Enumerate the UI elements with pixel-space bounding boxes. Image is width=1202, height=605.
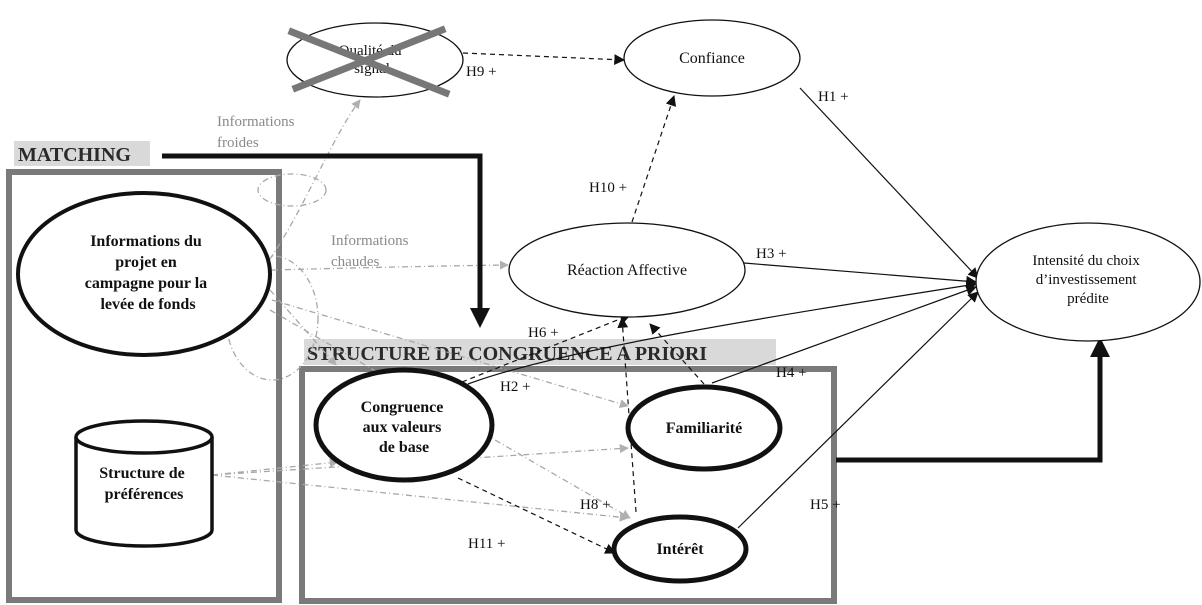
congruence-title: STRUCTURE DE CONGRUENCE A PRIORI bbox=[307, 343, 707, 365]
path-h9 bbox=[462, 52, 626, 65]
confiance-label: Confiance bbox=[679, 50, 745, 67]
link-pref-interet bbox=[211, 474, 629, 522]
link-info-interet bbox=[269, 309, 631, 519]
path-familiarite-reaction bbox=[649, 323, 705, 385]
informations-line-4: levée de fonds bbox=[100, 296, 195, 313]
hypothesis-paths bbox=[457, 52, 979, 554]
annotation-informations-chaudes: Informations chaudes bbox=[331, 233, 412, 270]
node-reaction-affective: Réaction Affective bbox=[508, 222, 746, 318]
svg-text:Familiarité: Familiarité bbox=[666, 420, 742, 437]
node-intensite-choix: Intensité du choix d’investissement préd… bbox=[975, 222, 1201, 342]
label-h11: H11 + bbox=[468, 536, 506, 552]
label-h2: H2 + bbox=[500, 379, 531, 395]
path-h5 bbox=[737, 291, 979, 529]
congruence-line-1: Congruence bbox=[361, 399, 444, 416]
label-h8: H8 + bbox=[580, 497, 611, 513]
node-informations-projet: Informations du projet en campagne pour … bbox=[16, 191, 272, 357]
label-h4: H4 + bbox=[776, 365, 807, 381]
label-h5: H5 + bbox=[810, 497, 841, 513]
familiarite-label: Familiarité bbox=[666, 420, 742, 437]
path-h1 bbox=[799, 87, 979, 279]
svg-text:Congruence aux valeurs: Congruence aux valeurs de base bbox=[361, 399, 448, 456]
reaction-label: Réaction Affective bbox=[567, 262, 687, 279]
node-familiarite: Familiarité bbox=[625, 384, 783, 472]
path-h4 bbox=[711, 285, 978, 384]
label-h10: H10 + bbox=[589, 180, 627, 196]
congruence-line-2: aux valeurs bbox=[363, 419, 442, 436]
svg-text:Réaction Affective: Réaction Affective bbox=[567, 262, 687, 279]
informations-line-2: projet en bbox=[115, 254, 177, 271]
matching-to-congruence-arrow bbox=[162, 153, 490, 328]
preferences-line-1: Structure de bbox=[99, 465, 184, 482]
intensite-line-3: prédite bbox=[1067, 291, 1109, 307]
information-links bbox=[211, 99, 631, 522]
svg-text:Intensité du choix d’inv: Intensité du choix d’investissement préd… bbox=[1032, 253, 1143, 307]
path-h3 bbox=[743, 262, 978, 287]
node-confiance: Confiance bbox=[623, 19, 801, 97]
path-h8 bbox=[617, 316, 637, 513]
node-qualite-signal: Qualité du signal bbox=[286, 22, 464, 98]
informations-line-3: campagne pour la bbox=[85, 275, 207, 292]
path-h6 bbox=[461, 313, 632, 383]
link-info-familiarite bbox=[271, 299, 629, 409]
annotation-informations-froides: Informations froides bbox=[217, 114, 298, 151]
informations-line-1: Informations du bbox=[90, 233, 202, 250]
svg-text:Informations du projet e: Informations du projet en campagne pour … bbox=[85, 233, 211, 313]
node-congruence-valeurs: Congruence aux valeurs de base bbox=[313, 367, 495, 483]
path-h2 bbox=[467, 280, 978, 385]
congruence-to-intensite-arrow bbox=[836, 337, 1110, 463]
link-pref-congruence bbox=[211, 458, 339, 476]
label-h1: H1 + bbox=[818, 89, 849, 105]
congruence-line-3: de base bbox=[379, 439, 429, 456]
intensite-line-1: Intensité du choix bbox=[1032, 253, 1140, 269]
svg-text:Confiance: Confiance bbox=[679, 50, 745, 67]
intensite-line-2: d’investissement bbox=[1036, 272, 1138, 288]
interet-label: Intérêt bbox=[656, 541, 704, 558]
loop-froides bbox=[257, 173, 327, 207]
path-h10 bbox=[631, 94, 677, 223]
label-h6: H6 + bbox=[528, 325, 559, 341]
svg-text:Structure de préférences: Structure de préférences bbox=[99, 465, 188, 503]
thick-arrows bbox=[162, 153, 1110, 463]
cross-out-mark bbox=[287, 25, 451, 98]
label-h3: H3 + bbox=[756, 246, 787, 262]
link-chaudes bbox=[271, 260, 509, 271]
matching-panel: MATCHING bbox=[6, 141, 282, 603]
matching-title: MATCHING bbox=[18, 144, 131, 166]
hypothesis-labels: H1 + H2 + H3 + H4 + H5 + H6 + H8 + H9 + … bbox=[466, 64, 849, 552]
label-h9: H9 + bbox=[466, 64, 497, 80]
preferences-line-2: préférences bbox=[105, 486, 184, 503]
congruence-panel: STRUCTURE DE CONGRUENCE A PRIORI bbox=[299, 339, 837, 604]
node-structure-preferences: Structure de préférences bbox=[74, 419, 214, 548]
svg-text:Intérêt: Intérêt bbox=[656, 541, 704, 558]
path-h11 bbox=[457, 477, 616, 554]
node-interet: Intérêt bbox=[611, 514, 749, 584]
